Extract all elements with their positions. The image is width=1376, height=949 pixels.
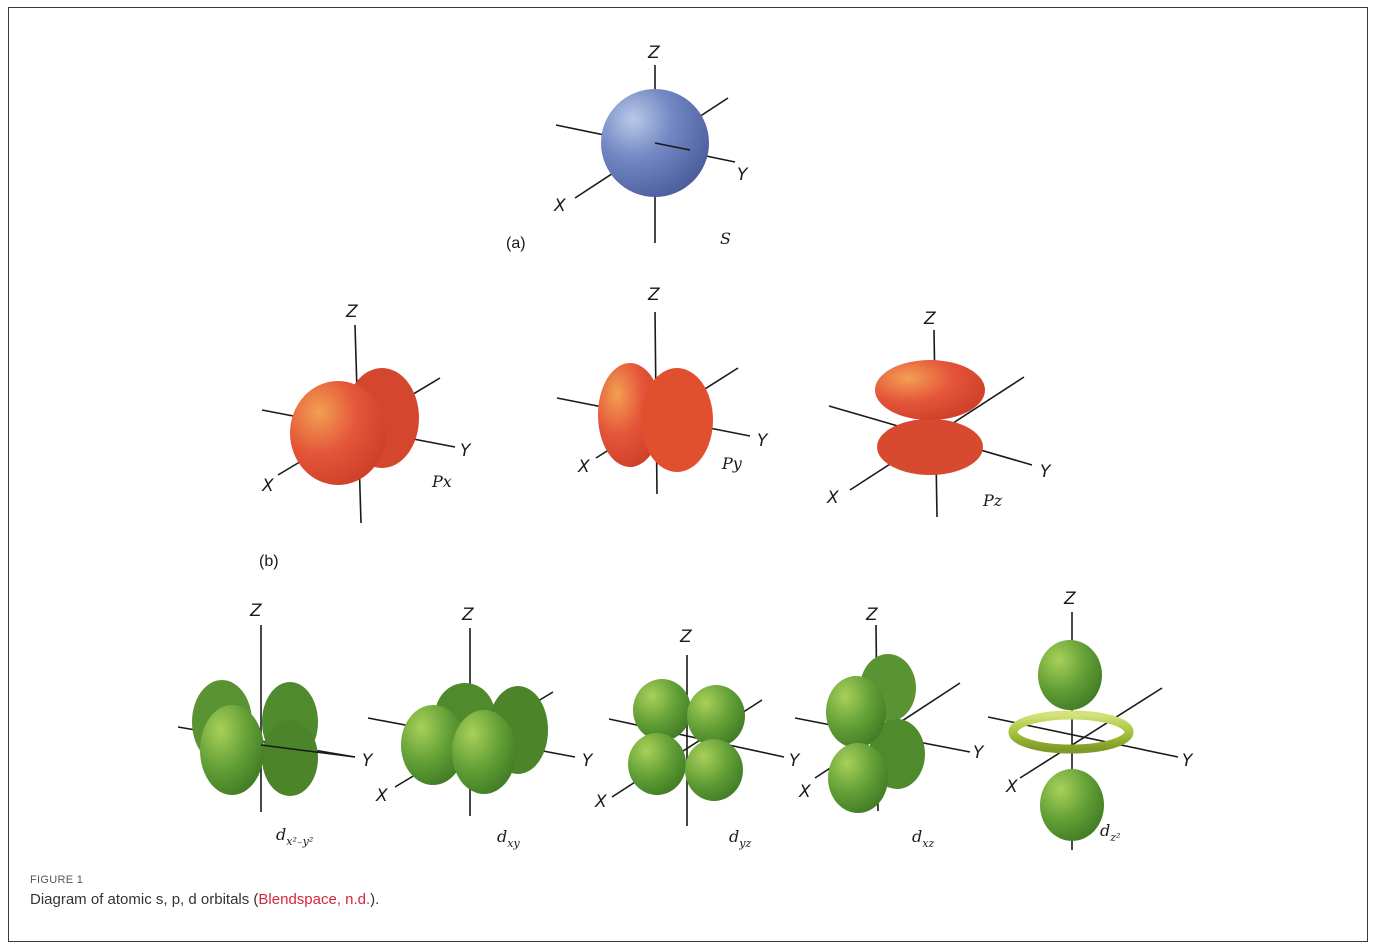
orbital-py-label: Py [721, 454, 743, 473]
pz-orbital-group: Z Y X Pz [826, 309, 1052, 518]
axis-z-label: Z [249, 601, 262, 621]
orbital-dz2-label: dz² [1100, 821, 1120, 844]
axis-z-label: Z [679, 627, 692, 647]
panel-b-label: (b) [259, 553, 279, 570]
dxy-lobe-front [452, 710, 516, 794]
py-right-lobe [641, 368, 713, 472]
dx2y2-orbital-group: Z Y dx²₋y² [177, 601, 374, 848]
axis-z-label: Z [647, 285, 660, 305]
axis-z-label: Z [923, 309, 936, 329]
y-axis-front [260, 744, 356, 758]
axis-x-label: X [375, 786, 388, 806]
y-axis-front [654, 142, 691, 151]
axis-z-label: Z [461, 605, 474, 625]
axis-y-label: Y [973, 743, 985, 763]
panel-a-label: (a) [506, 235, 526, 252]
caption-text-before: Diagram of atomic s, p, d orbitals ( [30, 891, 259, 908]
orbital-dxy-label: dxy [497, 827, 520, 850]
axis-y-label: Y [362, 751, 374, 771]
orbital-pz-label: Pz [982, 491, 1003, 510]
orbital-px-label: Px [431, 472, 452, 491]
axis-x-label: X [594, 792, 607, 812]
dyz-orbital-group: Z Y X dyz [594, 627, 801, 850]
dxz-lobe-top-front [826, 676, 886, 748]
dz2-lobe-top [1038, 640, 1102, 710]
axis-y-label: Y [460, 441, 472, 461]
caption-text-after: ). [370, 891, 380, 908]
orbital-dyz-label: dyz [729, 827, 751, 850]
pz-top-lobe [875, 360, 985, 420]
s-orbital-group: Z Y X S (a) [506, 43, 749, 252]
dx2y2-lobe-front-left [200, 705, 264, 795]
axis-z-label: Z [345, 302, 358, 322]
px-front-lobe [290, 381, 386, 485]
dz2-torus [1008, 710, 1134, 754]
axis-x-label: X [1005, 777, 1018, 797]
dxy-orbital-group: Z Y X dxy [367, 605, 594, 850]
axis-y-label: Y [789, 751, 801, 771]
axis-y-label: Y [582, 751, 594, 771]
citation-link[interactable]: Blendspace, n.d. [258, 891, 371, 908]
axis-x-label: X [577, 457, 590, 477]
axis-y-label: Y [1182, 751, 1194, 771]
axis-z-label: Z [1063, 589, 1076, 609]
figure-frame [8, 7, 1368, 942]
orbital-dx2y2-label: dx²₋y² [276, 825, 313, 848]
dz2-orbital-group: Z Y X dz² [987, 589, 1194, 850]
px-orbital-group: Z Y X Px [261, 302, 472, 524]
figure-caption: FIGURE 1 Diagram of atomic s, p, d orbit… [30, 874, 1330, 908]
dx2y2-lobe-front-right [262, 720, 318, 796]
axis-y-label: Y [737, 165, 749, 185]
axis-x-label: X [553, 196, 566, 216]
pz-bottom-lobe [877, 419, 983, 475]
dyz-lobe-top-right [687, 685, 745, 747]
dyz-lobe-bottom-right [685, 739, 743, 801]
dyz-lobe-top-left [633, 679, 691, 741]
dz2-lobe-bottom [1040, 769, 1104, 841]
orbitals-diagram: Z Y X S (a) Z Y X Px Z Y X Py Z Y X [177, 43, 1194, 850]
x-axis [1019, 687, 1163, 779]
axis-y-label: Y [1040, 462, 1052, 482]
axis-x-label: X [826, 488, 839, 508]
axis-y-label: Y [757, 431, 769, 451]
orbital-s-label: S [720, 229, 731, 248]
axis-z-label: Z [865, 605, 878, 625]
figure-caption-text: Diagram of atomic s, p, d orbitals (Blen… [30, 891, 1330, 908]
dxz-orbital-group: Z Y X dxz [794, 605, 985, 850]
py-orbital-group: Z Y X Py [556, 285, 769, 495]
dyz-lobe-bottom-left [628, 733, 686, 795]
figure-label: FIGURE 1 [30, 874, 84, 886]
axis-x-label: X [261, 476, 274, 496]
axis-z-label: Z [647, 43, 660, 63]
axis-x-label: X [798, 782, 811, 802]
dxz-lobe-bottom-front [828, 743, 888, 813]
dxy-lobe-left [401, 705, 465, 785]
orbital-dxz-label: dxz [912, 827, 934, 850]
